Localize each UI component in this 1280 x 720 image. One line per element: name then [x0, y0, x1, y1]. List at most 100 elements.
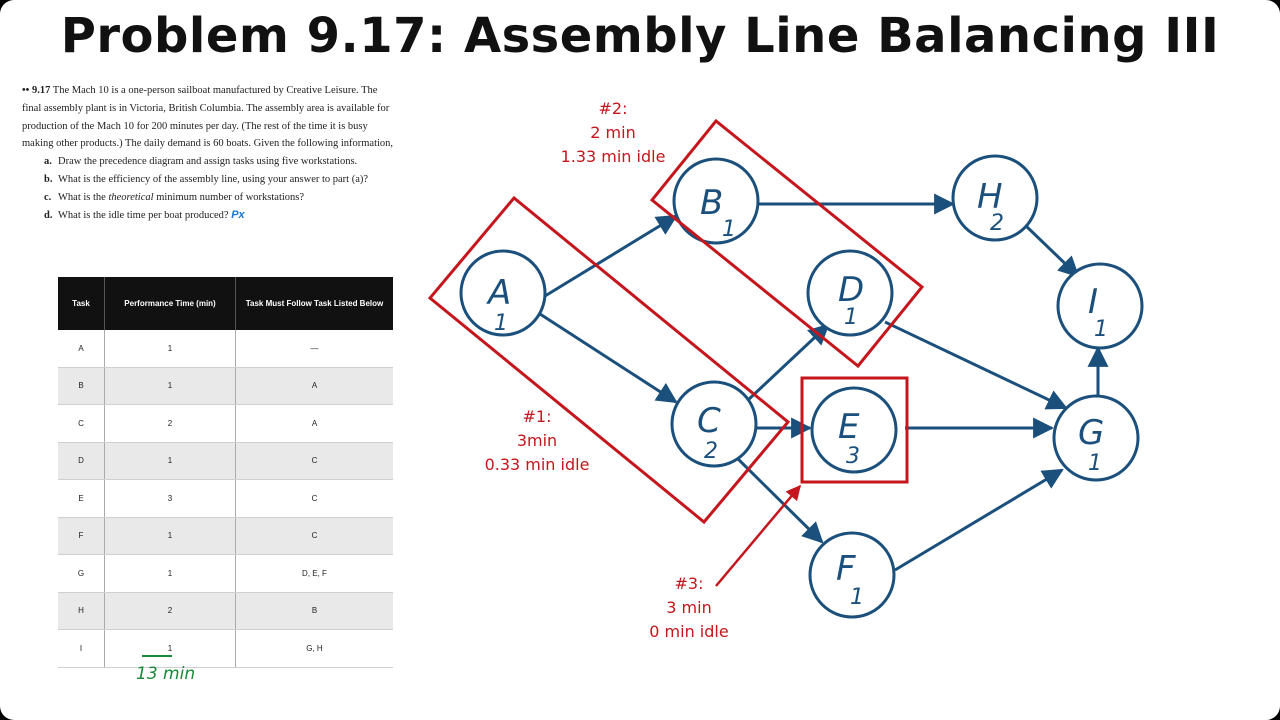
question-letter: d. [44, 209, 53, 221]
px-icon[interactable]: Px [231, 208, 245, 221]
question-text: What is the efficiency of the assembly l… [58, 173, 369, 185]
question-text: What is the idle time per boat produced?… [58, 207, 394, 225]
node-circle [1056, 262, 1144, 350]
problem-number: •• 9.17 [22, 85, 51, 96]
cell-predecessor: A [235, 367, 393, 405]
node-d: D 1 [806, 249, 894, 337]
problem-intro: •• 9.17 The Mach 10 is a one-person sail… [22, 82, 394, 153]
cell-task: D [58, 442, 105, 480]
question-c: c. What is the theoretical minimum number… [22, 189, 394, 207]
edge-h-i [1023, 223, 1080, 278]
node-letter: D [838, 270, 864, 310]
station-3-arrow [715, 484, 801, 587]
node-letter: A [486, 273, 511, 313]
node-letter: F [836, 549, 856, 589]
question-a: a.Draw the precedence diagram and assign… [22, 153, 394, 171]
cell-predecessor: C [235, 442, 393, 480]
node-letter: H [977, 177, 1003, 217]
node-h: H 2 [951, 154, 1039, 242]
station-idle: 0.33 min idle [485, 455, 590, 474]
station-time: 2 min [590, 123, 635, 142]
task-table: Task Performance Time (min) Task Must Fo… [58, 277, 393, 668]
edges [539, 193, 1109, 572]
node-letter: G [1078, 413, 1104, 453]
station-2-box [649, 118, 925, 369]
question-text: Draw the precedence diagram and assign t… [58, 156, 358, 168]
problem-statement: •• 9.17 The Mach 10 is a one-person sail… [22, 82, 394, 224]
cell-time: 2 [104, 592, 236, 630]
question-text-part: minimum number of workstations? [153, 191, 305, 203]
station-idle: 1.33 min idle [561, 147, 666, 166]
node-circle [810, 386, 898, 474]
node-letter: I [1088, 282, 1098, 322]
cell-time: 1 [104, 442, 236, 480]
station-time: 3min [517, 431, 557, 450]
cell-task: H [58, 592, 105, 630]
node-letter: E [838, 407, 860, 447]
station-1-box [427, 195, 791, 525]
station-label: #2: [599, 99, 628, 118]
node-e: E 3 [800, 376, 909, 484]
question-text-italic: theoretical [108, 191, 154, 203]
cell-time: 1 [104, 517, 236, 555]
cell-task: C [58, 404, 105, 443]
cell-task: I [58, 629, 105, 668]
station-time: 3 min [666, 598, 711, 617]
node-time: 3 [846, 444, 860, 469]
node-circle [808, 531, 896, 619]
station-2-annotation: #2: 2 min 1.33 min idle [561, 99, 666, 166]
problem-intro-text: The Mach 10 is a one-person sailboat man… [22, 85, 394, 150]
cell-task: A [58, 330, 105, 368]
edge-a-b [544, 214, 678, 298]
header-performance-time: Performance Time (min) [104, 277, 236, 330]
node-c: C 2 [670, 380, 758, 468]
question-letter: c. [44, 191, 52, 203]
node-circle [806, 249, 894, 337]
question-d: d. What is the idle time per boat produce… [22, 207, 394, 225]
edge-f-g [894, 468, 1064, 572]
cell-time: 1 [104, 554, 236, 593]
edge-c-d [746, 323, 830, 402]
cell-time: 1 [104, 629, 236, 668]
node-time: 1 [850, 585, 864, 610]
question-text-part: What is the [58, 191, 109, 203]
table-header-row: Task Performance Time (min) Task Must Fo… [58, 277, 393, 330]
node-time: 1 [494, 311, 508, 336]
node-letter: B [700, 183, 723, 223]
node-a: A 1 [459, 249, 547, 337]
node-b: B 1 [672, 157, 760, 245]
node-time: 1 [1094, 317, 1108, 342]
station-idle: 0 min idle [649, 622, 728, 641]
header-predecessor: Task Must Follow Task Listed Below [235, 277, 393, 330]
slide-title: Problem 9.17: Assembly Line Balancing II… [60, 8, 1220, 64]
cell-task: B [58, 367, 105, 405]
cell-predecessor: C [235, 517, 393, 555]
edge-c-f [733, 454, 824, 544]
node-time: 2 [990, 211, 1004, 236]
cell-time: 2 [104, 404, 236, 443]
node-time: 1 [844, 305, 858, 330]
node-i: I 1 [1056, 262, 1144, 350]
cell-predecessor: G, H [235, 629, 393, 668]
cell-predecessor: A [235, 404, 393, 443]
edge-a-c [539, 312, 678, 404]
cell-task: E [58, 479, 105, 518]
node-circle [672, 157, 760, 245]
question-letter: b. [44, 173, 53, 185]
header-task: Task [58, 277, 105, 330]
node-time: 2 [704, 439, 718, 464]
cell-predecessor: — [235, 330, 393, 368]
cell-time: 1 [104, 367, 236, 405]
station-3-annotation: #3: 3 min 0 min idle [649, 574, 728, 641]
total-underline [142, 655, 172, 657]
question-b: b. What is the efficiency of the assembly… [22, 171, 394, 189]
